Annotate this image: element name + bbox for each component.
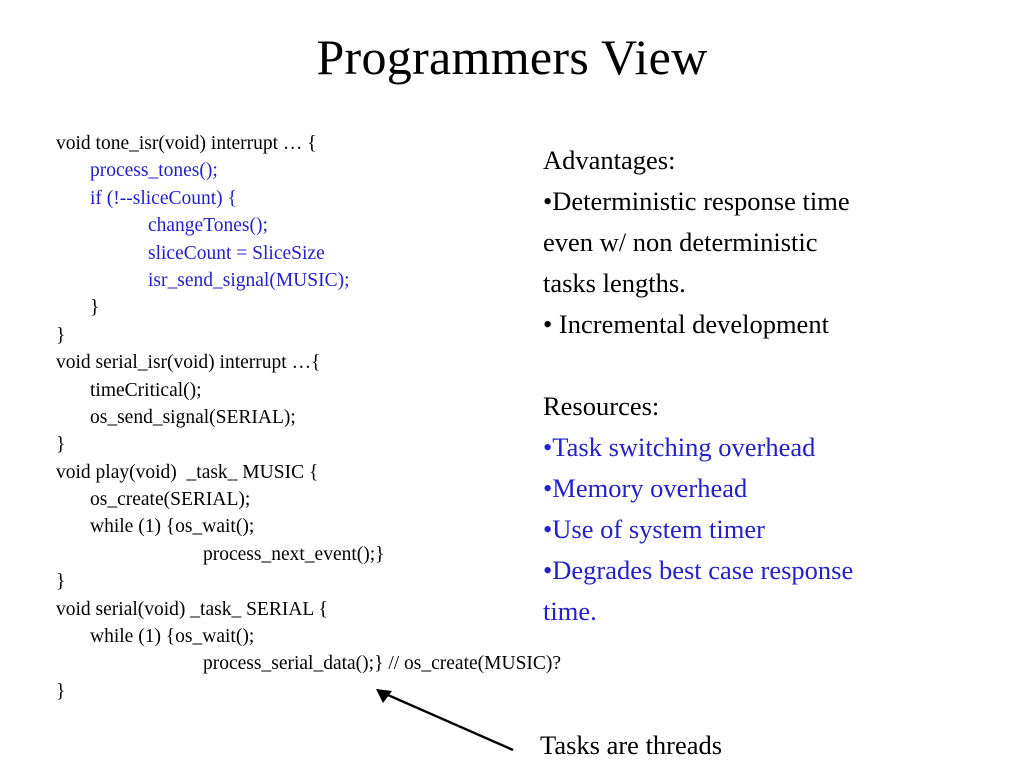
advantage-line: tasks lengths. [543, 268, 686, 298]
arrow-up-left-icon [376, 689, 514, 752]
code-line: isr_send_signal(MUSIC); [148, 269, 350, 291]
resource-line: time. [543, 596, 597, 626]
annotation-caption: Tasks are threads [540, 730, 723, 760]
advantages-heading: Advantages: [543, 145, 676, 175]
resources-heading: Resources: [543, 391, 660, 421]
page-title: Programmers View [316, 29, 708, 85]
code-line: } [56, 434, 66, 456]
code-line: while (1) {os_wait(); [90, 516, 255, 538]
code-line: if (!--sliceCount) { [90, 187, 237, 209]
code-line: } [56, 680, 66, 702]
code-line: process_serial_data();} // os_create(MUS… [203, 653, 562, 675]
right-column: Advantages: •Deterministic response time… [543, 140, 983, 632]
code-line: void play(void) _task_ MUSIC { [56, 461, 319, 483]
resource-line: •Use of system timer [543, 514, 765, 544]
code-line: } [56, 571, 66, 593]
resource-line: •Task switching overhead [543, 432, 816, 462]
advantage-line: even w/ non deterministic [543, 227, 818, 257]
code-line: process_tones(); [90, 160, 218, 182]
advantage-line: • Incremental development [543, 309, 829, 339]
code-listing: void tone_isr(void) interrupt … { process… [56, 130, 562, 705]
code-line: } [90, 297, 100, 319]
code-line: sliceCount = SliceSize [148, 242, 325, 264]
code-line: void serial(void) _task_ SERIAL { [56, 598, 328, 620]
code-line: timeCritical(); [90, 379, 202, 401]
column-spacer [543, 345, 983, 386]
code-line: void tone_isr(void) interrupt … { [56, 133, 317, 154]
advantage-line: •Deterministic response time [543, 186, 850, 216]
code-line: } [56, 324, 66, 346]
code-line: while (1) {os_wait(); [90, 626, 255, 648]
code-line: changeTones(); [148, 215, 268, 237]
code-line: os_create(SERIAL); [90, 489, 251, 511]
resources-list: •Task switching overhead •Memory overhead… [543, 427, 983, 632]
code-line: process_next_event();} [203, 543, 385, 565]
resource-line: •Degrades best case response [543, 555, 854, 585]
resource-line: •Memory overhead [543, 473, 748, 503]
advantages-list: •Deterministic response time even w/ non … [543, 181, 983, 345]
code-line: os_send_signal(SERIAL); [90, 406, 296, 428]
code-line: void serial_isr(void) interrupt …{ [56, 352, 321, 374]
